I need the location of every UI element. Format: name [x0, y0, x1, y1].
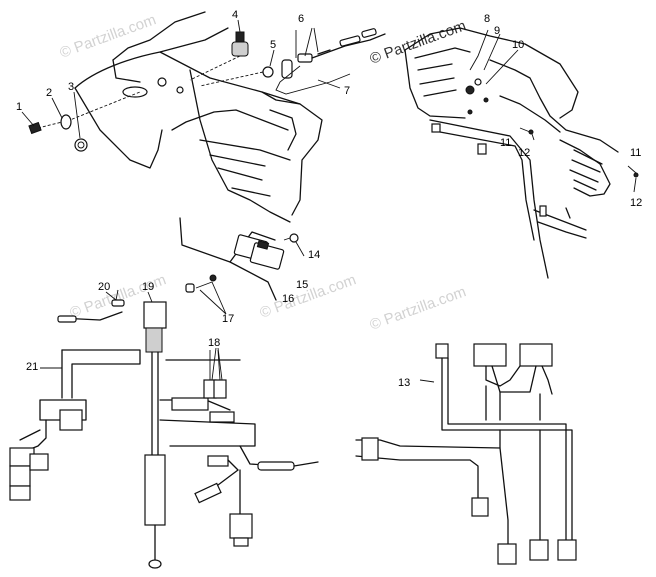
callout-14: 14 — [308, 249, 320, 261]
callout-4: 4 — [232, 9, 238, 21]
callout-11-right: 11 — [630, 147, 641, 159]
callout-21: 21 — [26, 361, 38, 373]
headlight-sub-harness — [355, 343, 577, 565]
callout-10: 10 — [512, 39, 524, 51]
callout-15: 15 — [296, 279, 308, 291]
callout-3: 3 — [68, 81, 74, 93]
dash-panel-assembly — [74, 11, 323, 223]
callout-20: 20 — [98, 281, 110, 293]
main-wiring-harness — [9, 289, 319, 569]
callout-12-left: 12 — [518, 147, 530, 159]
callout-16: 16 — [282, 293, 294, 305]
switch-4-and-nut-5 — [189, 31, 274, 87]
callout-7: 7 — [344, 85, 350, 97]
watermark-mid-right: © Partzilla.com — [368, 283, 469, 334]
watermark-top-left: © Partzilla.com — [58, 11, 159, 62]
callout-5: 5 — [270, 39, 276, 51]
callout-11-left: 11 — [500, 137, 511, 149]
callout-1: 1 — [16, 101, 22, 113]
leader-lines — [21, 19, 341, 381]
callout-17: 17 — [222, 313, 234, 325]
callout-13: 13 — [398, 377, 410, 389]
callout-labels: 1 2 3 4 5 6 7 8 9 10 11 12 11 12 14 15 1… — [16, 9, 642, 389]
callout-12-right: 12 — [630, 197, 642, 209]
callout-2: 2 — [46, 87, 52, 99]
callout-18: 18 — [208, 337, 220, 349]
callout-8: 8 — [484, 13, 490, 25]
cable-assembly-6-7 — [275, 27, 386, 95]
headlight-housing-assembly — [404, 27, 639, 279]
fastener-stack-1-3 — [28, 91, 141, 152]
callout-19: 19 — [142, 281, 154, 293]
callout-9: 9 — [494, 25, 500, 37]
watermark-top-right: © Partzilla.com — [368, 17, 469, 68]
callout-6: 6 — [298, 13, 304, 25]
relay-bracket-assembly — [179, 217, 299, 301]
